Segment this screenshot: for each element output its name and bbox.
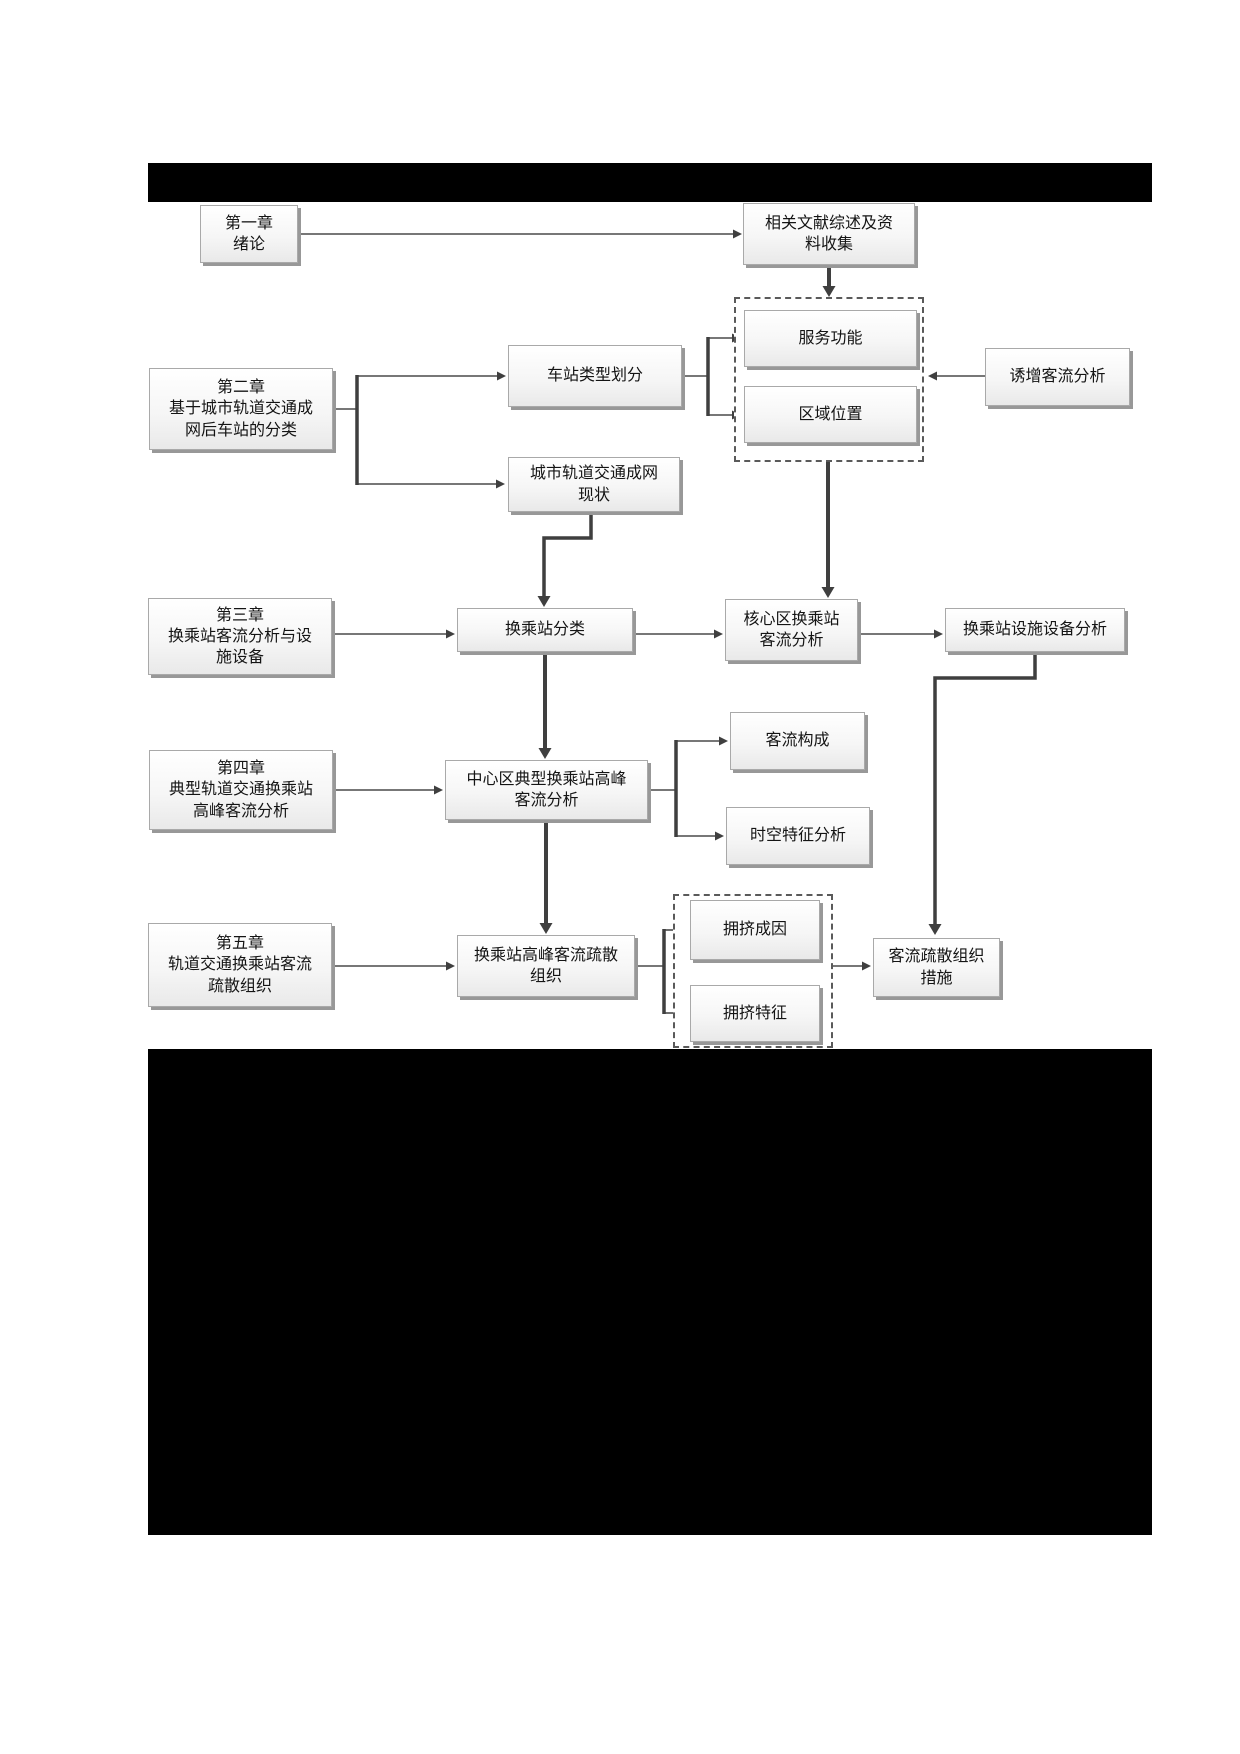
node-chapter1: 第一章 绪论 xyxy=(200,205,298,263)
node-evacuation-organization: 换乘站高峰客流疏散 组织 xyxy=(457,935,635,997)
node-chapter5: 第五章 轨道交通换乘站客流 疏散组织 xyxy=(148,923,332,1007)
redacted-content-block xyxy=(148,1049,1152,1535)
node-station-type-division: 车站类型划分 xyxy=(508,345,682,407)
node-spatiotemporal-features: 时空特征分析 xyxy=(726,807,870,865)
node-flow-composition: 客流构成 xyxy=(730,712,865,770)
node-induced-passenger-flow: 诱增客流分析 xyxy=(985,348,1130,406)
node-chapter4: 第四章 典型轨道交通换乘站 高峰客流分析 xyxy=(149,750,333,830)
node-transfer-station-classification: 换乘站分类 xyxy=(457,608,633,652)
node-core-area-flow-analysis: 核心区换乘站 客流分析 xyxy=(725,599,858,661)
node-chapter2: 第二章 基于城市轨道交通成 网后车站的分类 xyxy=(149,368,333,450)
node-facility-equipment-analysis: 换乘站设施设备分析 xyxy=(945,608,1125,652)
node-service-function: 服务功能 xyxy=(744,310,917,367)
redacted-title-bar xyxy=(148,163,1152,202)
node-congestion-causes: 拥挤成因 xyxy=(690,900,820,960)
node-literature-review: 相关文献综述及资 料收集 xyxy=(743,203,915,265)
node-evacuation-measures: 客流疏散组织 措施 xyxy=(873,938,1000,997)
node-network-status: 城市轨道交通成网 现状 xyxy=(508,457,680,512)
node-peak-flow-analysis: 中心区典型换乘站高峰 客流分析 xyxy=(445,760,648,820)
node-congestion-features: 拥挤特征 xyxy=(690,985,820,1042)
node-chapter3: 第三章 换乘站客流分析与设 施设备 xyxy=(148,598,332,675)
node-regional-location: 区域位置 xyxy=(744,386,917,443)
